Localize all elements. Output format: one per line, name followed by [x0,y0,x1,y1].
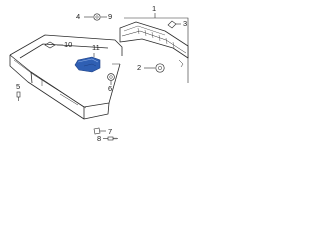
callout-1: 1 [152,4,156,13]
clip-part-9: 9 [93,12,112,21]
callout-4-group: 4 [76,12,93,21]
grommet-part-6: 6 [107,73,115,93]
callout-5: 5 [16,82,20,91]
callout-9: 9 [108,12,112,21]
callout-8: 8 [97,134,101,143]
clip-part-7: 7 [93,127,112,136]
pin-part-5: 5 [16,82,21,101]
trim-plate [119,21,189,59]
callout-3: 3 [183,19,187,28]
callout-7: 7 [108,127,112,136]
fastener-part-2: 2 [137,59,184,73]
callout-6: 6 [108,84,112,93]
callout-11: 11 [92,43,100,52]
detail-box-1: 1 [124,4,189,83]
parts-diagram: 4 9 10 11 5 [9,4,189,143]
callout-2: 2 [137,63,141,72]
main-housing [9,34,123,120]
clip-part-3: 3 [167,19,187,29]
highlighted-part-11: 11 [74,43,101,73]
callout-10: 10 [64,40,72,49]
screw-part-8: 8 [97,134,118,143]
callout-4: 4 [76,12,80,21]
